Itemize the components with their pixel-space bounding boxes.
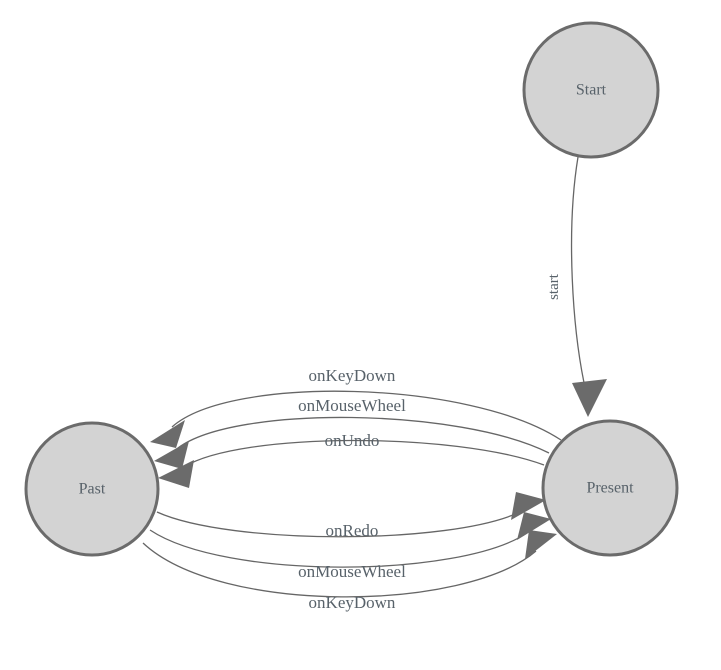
- arrowhead-past-present-onmousewheel: [517, 512, 551, 540]
- edge-present-to-past-onkeydown[interactable]: onKeyDown: [150, 366, 562, 448]
- arrowhead-past-present-onkeydown: [525, 530, 557, 559]
- node-past[interactable]: Past: [24, 421, 160, 557]
- edge-label-past-present-onkeydown: onKeyDown: [309, 593, 396, 612]
- arrowhead-present-past-onkeydown: [150, 420, 185, 448]
- edge-start-to-present[interactable]: start: [546, 156, 607, 417]
- node-start-circle: [522, 21, 660, 159]
- edge-present-to-past-onmousewheel[interactable]: onMouseWheel: [154, 396, 550, 469]
- edge-past-to-present-onredo[interactable]: onRedo: [156, 492, 546, 540]
- edge-label-present-past-onmousewheel: onMouseWheel: [298, 396, 406, 415]
- edge-past-to-present-onkeydown[interactable]: onKeyDown: [142, 530, 557, 612]
- arrowhead-present-past-onundo: [158, 460, 194, 488]
- edge-path-present-past-onmousewheel: [177, 416, 550, 454]
- node-present-circle: [541, 419, 679, 557]
- edge-label-start: start: [546, 273, 562, 300]
- edge-label-present-past-onundo: onUndo: [325, 431, 380, 450]
- edge-path-present-past-onundo: [183, 439, 545, 468]
- edge-label-past-present-onmousewheel: onMouseWheel: [298, 562, 406, 581]
- node-present-label: Present: [586, 480, 634, 497]
- edge-path-present-past-onkeydown: [171, 390, 562, 441]
- node-present[interactable]: Present: [541, 419, 679, 557]
- edge-path-past-present-onmousewheel: [149, 529, 528, 568]
- edge-label-present-past-onkeydown: onKeyDown: [309, 366, 396, 385]
- arrowhead-past-present-onredo: [511, 492, 546, 520]
- edge-path-start-present: [570, 156, 587, 393]
- edge-path-past-present-onkeydown: [142, 542, 537, 598]
- node-past-circle: [24, 421, 160, 557]
- edge-past-to-present-onmousewheel[interactable]: onMouseWheel: [149, 512, 551, 581]
- arrowhead-present-past-onmousewheel: [154, 441, 189, 469]
- node-start[interactable]: Start: [522, 21, 660, 159]
- edge-present-to-past-onundo[interactable]: onUndo: [158, 431, 545, 488]
- arrowhead-start-present: [572, 379, 607, 417]
- node-past-label: Past: [79, 481, 106, 498]
- edge-path-past-present-onredo: [156, 511, 521, 538]
- node-start-label: Start: [576, 82, 607, 99]
- edge-label-past-present-onredo: onRedo: [326, 521, 379, 540]
